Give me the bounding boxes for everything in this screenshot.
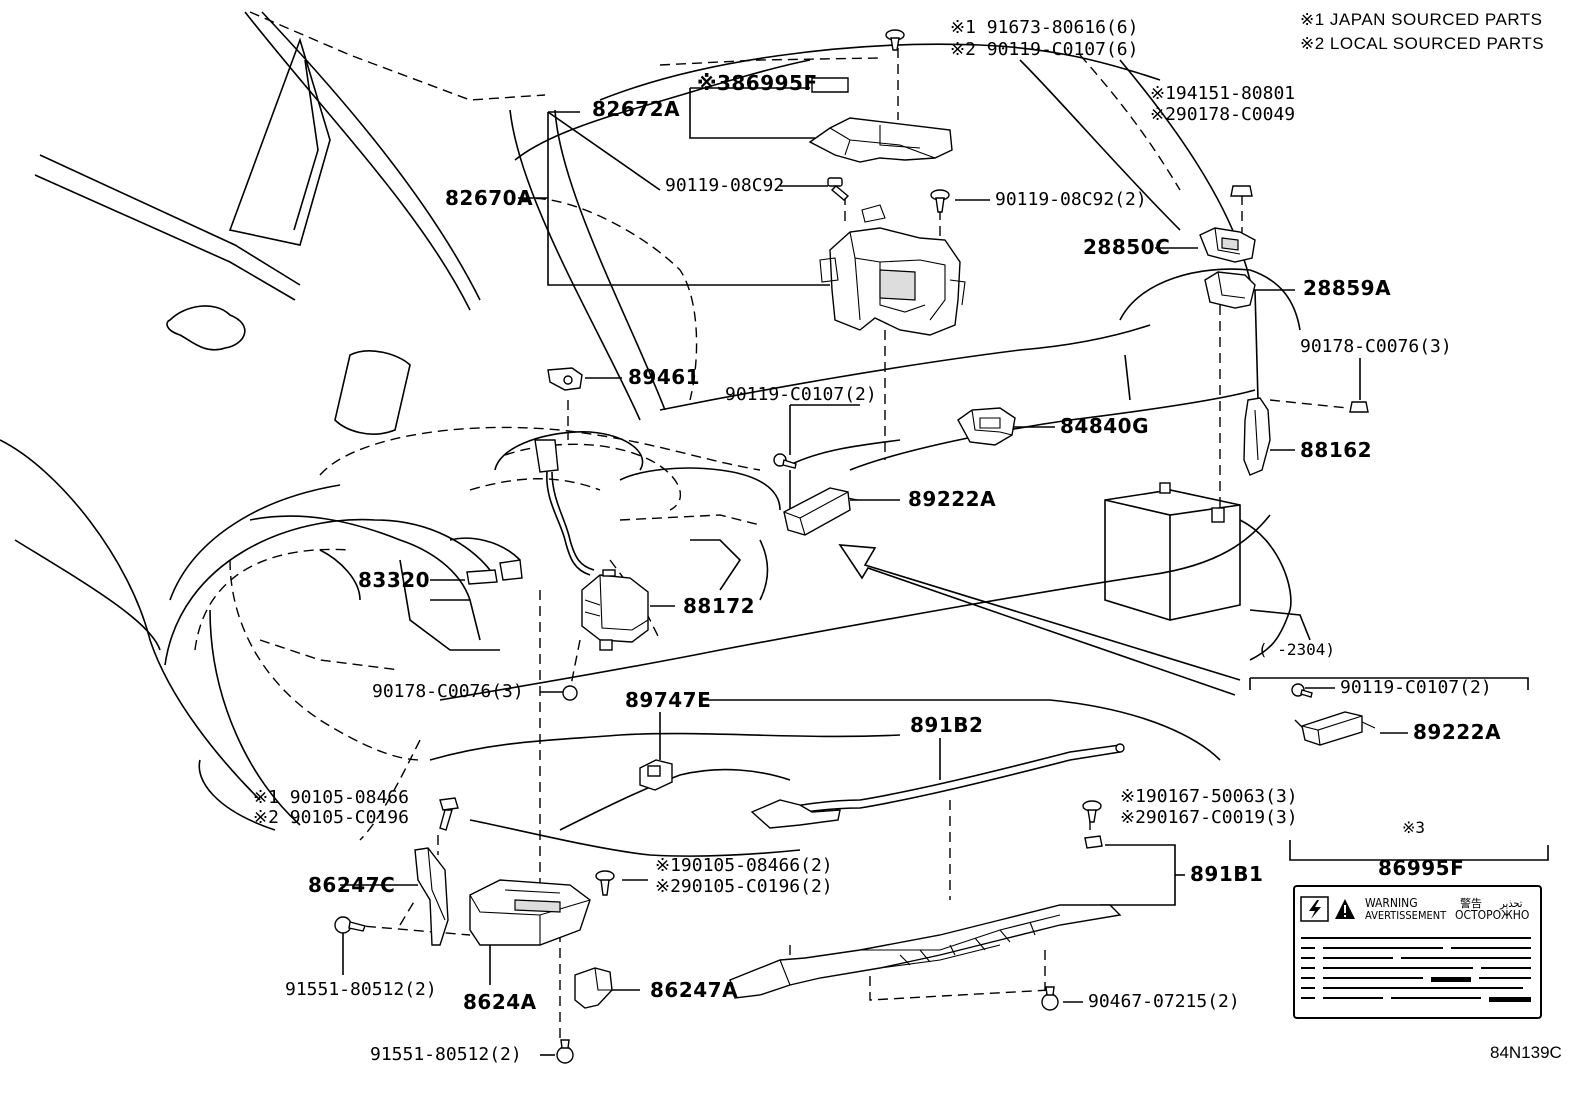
label-88172: 88172 [683, 594, 756, 618]
label-90167-c0019: ※290167-C0019(3) [1120, 807, 1298, 828]
part-28850c-relay [1199, 227, 1256, 263]
label-89222a: 89222A [908, 487, 997, 511]
warning-label-86995f: WARNING AVERTISSEMENT 警告 تحذير ОСТОРОЖНО [1293, 885, 1542, 1019]
label-89222a-b: 89222A [1413, 720, 1502, 744]
warning-text-ru: ОСТОРОЖНО [1455, 908, 1530, 922]
label-891b2: 891B2 [910, 713, 984, 737]
label-91551-80512-b: 91551-80512(2) [370, 1044, 522, 1065]
part-89222a-module [783, 487, 859, 536]
bolt-91673-top [885, 29, 905, 51]
part-8624a-ecu [469, 879, 591, 946]
part-83320-wire-harness [466, 439, 595, 585]
label-90178-c0076-left: 90178-C0076(3) [372, 681, 524, 702]
label-88162: 88162 [1300, 438, 1373, 462]
nut-90178-c0076-left [562, 685, 578, 701]
label-86995f-top: ※386995F [697, 71, 818, 95]
label-90119-08c92-b: 90119-08C92(2) [995, 189, 1147, 210]
label-28859a: 28859A [1303, 276, 1392, 300]
part-88172-motor [581, 569, 649, 651]
label-94151-80801: ※194151-80801 [1150, 83, 1296, 104]
note-japan-sourced: ※1 JAPAN SOURCED PARTS [1300, 10, 1543, 29]
part-89461-sensor [547, 367, 583, 391]
warning-text-cjk: 警告 [1460, 897, 1482, 910]
bolt-90467-07215 [1041, 986, 1059, 1011]
bolt-91551-80512-b [556, 1039, 574, 1064]
warning-text-fr: AVERTISSEMENT [1365, 909, 1447, 922]
label-91551-80512-a: 91551-80512(2) [285, 979, 437, 1000]
label-90119-c0107-6: ※2 90119-C0107(6) [950, 39, 1139, 60]
part-82672a-cover [808, 117, 953, 163]
part-82670a-bracket [819, 204, 966, 336]
label-84840g: 84840G [1060, 414, 1149, 438]
diagram-id: 84N139C [1490, 1043, 1562, 1062]
label-89747e: 89747E [625, 688, 712, 712]
label-90105-08466: ※1 90105-08466 [253, 787, 409, 808]
bolt-90119-08c92-a [827, 177, 850, 201]
label-891b1: 891B1 [1190, 862, 1264, 886]
part-84840g-switch [957, 407, 1016, 446]
leader-lines [340, 87, 1549, 1056]
part-86247a-bracket [574, 967, 613, 1009]
screw-90105-08466-2 [595, 870, 615, 896]
label-90119-08c92-a: 90119-08C92 [665, 175, 785, 196]
label-86247c: 86247C [308, 873, 396, 897]
label-range-2304: ( -2304) [1258, 640, 1336, 659]
label-90119-c0107-2-b: 90119-C0107(2) [1340, 677, 1492, 698]
label-82672a: 82672A [592, 97, 681, 121]
label-91673-80616: ※1 91673-80616(6) [950, 17, 1139, 38]
label-86247a: 86247A [650, 978, 739, 1002]
label-90167-50063: ※190167-50063(3) [1120, 786, 1298, 807]
dashed-install-lines [349, 48, 1349, 1040]
screw-90119-c0107-2-b [1291, 683, 1313, 698]
label-90105-c0196: ※2 90105-C0196 [253, 807, 409, 828]
warning-text-en: WARNING [1365, 896, 1418, 910]
part-28859a-bracket [1204, 271, 1256, 309]
part-891b1-hood-lock-assembly [729, 835, 1122, 999]
label-note3: ※3 [1402, 818, 1426, 837]
label-90178-c0049: ※290178-C0049 [1150, 104, 1296, 125]
screw-90119-c0107-2 [773, 453, 797, 469]
note-local-sourced: ※2 LOCAL SOURCED PARTS [1300, 34, 1545, 53]
label-90178-c0076-right: 90178-C0076(3) [1300, 336, 1452, 357]
part-89747e-sensor [639, 759, 673, 791]
label-8624a: 8624A [463, 990, 537, 1014]
nut-90178-c0076-right [1349, 401, 1369, 413]
label-28850c: 28850C [1083, 235, 1171, 259]
label-90119-c0107-2: 90119-C0107(2) [725, 384, 877, 405]
nut-90178-c0049 [1230, 185, 1253, 197]
part-89222a-module-b [1301, 711, 1376, 746]
warning-label-graphic [1300, 896, 1531, 1002]
part-88162-sensor [1243, 397, 1271, 476]
label-90467-07215: 90467-07215(2) [1088, 991, 1240, 1012]
label-86995f-box: 86995F [1378, 856, 1465, 880]
part-86247c-bracket [414, 847, 449, 946]
warning-text-ar: تحذير [1500, 897, 1523, 910]
bolt-91551-80512-a [334, 916, 366, 934]
part-891b2-cable [750, 743, 1125, 829]
label-90105-08466-2: ※190105-08466(2) [655, 855, 833, 876]
label-83320: 83320 [358, 568, 431, 592]
screw-90105-08466 [439, 797, 459, 831]
label-90105-c0196-2: ※290105-C0196(2) [655, 876, 833, 897]
part-86995f-small-label [811, 77, 849, 93]
bolt-90119-08c92-b [930, 189, 950, 213]
screw-90167-50063 [1082, 800, 1102, 823]
vehicle-outline [0, 11, 1311, 857]
label-89461: 89461 [628, 365, 701, 389]
label-82670a: 82670A [445, 186, 534, 210]
